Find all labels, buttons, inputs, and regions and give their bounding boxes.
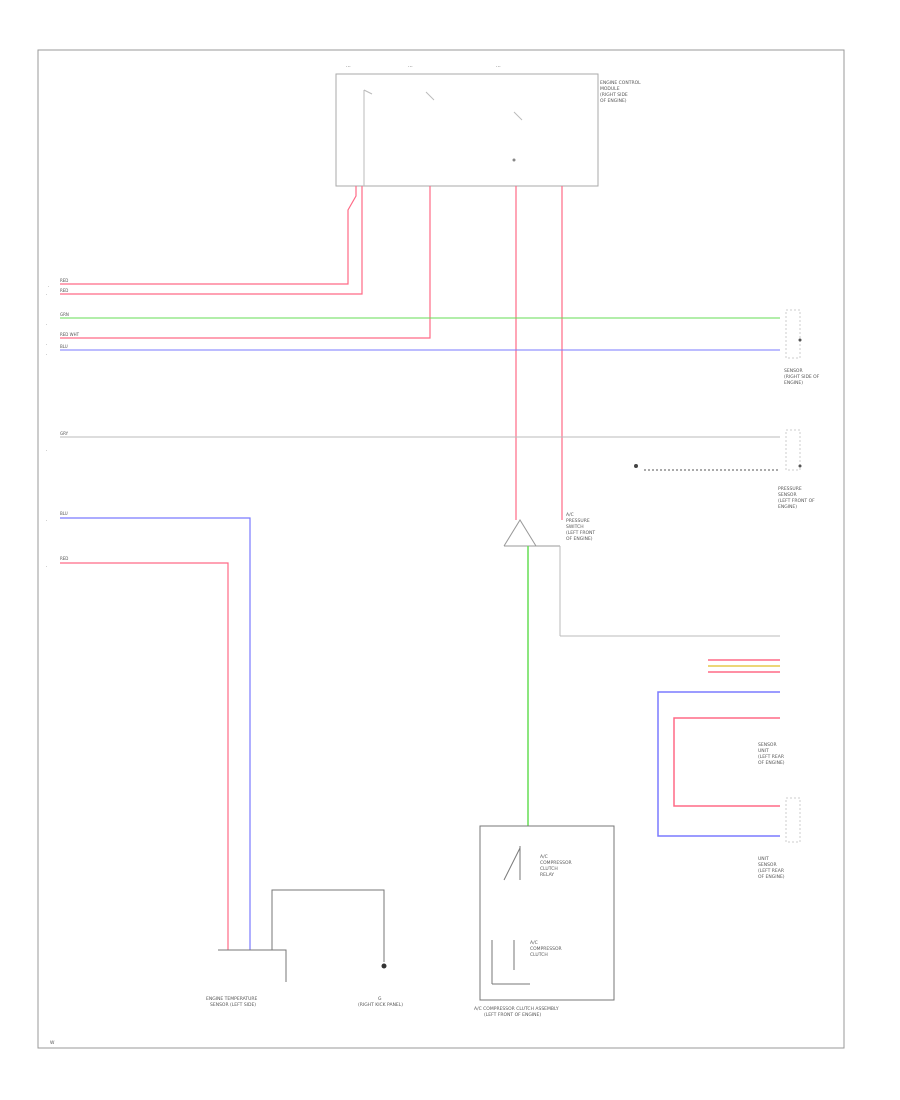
module-pin-label-3: ··· bbox=[496, 64, 501, 70]
svg-text:(LEFT FRONT: (LEFT FRONT bbox=[566, 530, 595, 536]
svg-text:GRN: GRN bbox=[60, 312, 69, 317]
svg-text:·: · bbox=[46, 518, 47, 523]
svg-text:BLU: BLU bbox=[60, 511, 68, 516]
wire-line-labels: · RED RED GRN RED WHT BLU GRY BLU RED · … bbox=[46, 278, 80, 569]
svg-text:(LEFT REAR: (LEFT REAR bbox=[758, 754, 784, 760]
svg-text:OF ENGINE): OF ENGINE) bbox=[758, 760, 785, 766]
svg-text:SWITCH: SWITCH bbox=[566, 524, 584, 530]
svg-text:(LEFT FRONT OF ENGINE): (LEFT FRONT OF ENGINE) bbox=[484, 1012, 541, 1018]
pressure-switch: A/C PRESSURE SWITCH (LEFT FRONT OF ENGIN… bbox=[503, 512, 780, 637]
engine-control-module: ··· ··· ··· ENGINE CONTROL MODULE (RIGHT… bbox=[335, 64, 641, 187]
svg-text:·: · bbox=[48, 284, 49, 289]
svg-text:COMPRESSOR: COMPRESSOR bbox=[530, 946, 562, 952]
svg-text:GRY: GRY bbox=[60, 431, 69, 436]
svg-text:SENSOR: SENSOR bbox=[758, 742, 777, 748]
svg-text:RED WHT: RED WHT bbox=[60, 332, 80, 337]
svg-text:(RIGHT SIDE OF: (RIGHT SIDE OF bbox=[784, 374, 820, 380]
ground-label: G bbox=[378, 996, 382, 1002]
svg-text:CLUTCH: CLUTCH bbox=[530, 952, 548, 958]
svg-text:RELAY: RELAY bbox=[540, 872, 554, 878]
sensor-a-connector: SENSOR (RIGHT SIDE OF ENGINE) bbox=[784, 309, 820, 386]
svg-text:(RIGHT KICK PANEL): (RIGHT KICK PANEL) bbox=[358, 1002, 403, 1008]
svg-text:·: · bbox=[46, 448, 47, 453]
svg-text:BLU: BLU bbox=[60, 344, 68, 349]
svg-text:UNIT: UNIT bbox=[758, 748, 769, 754]
module-label-line-3: (RIGHT SIDE bbox=[600, 92, 628, 98]
svg-text:·: · bbox=[46, 564, 47, 569]
svg-text:A/C COMPRESSOR CLUTCH ASSEMBLY: A/C COMPRESSOR CLUTCH ASSEMBLY bbox=[474, 1006, 559, 1012]
svg-text:OF ENGINE): OF ENGINE) bbox=[566, 536, 593, 542]
svg-text:A/C: A/C bbox=[566, 512, 574, 518]
svg-text:SENSOR (LEFT SIDE): SENSOR (LEFT SIDE) bbox=[210, 1002, 256, 1008]
svg-text:ENGINE): ENGINE) bbox=[778, 504, 797, 510]
right-sensor-labels: SENSOR UNIT (LEFT REAR OF ENGINE) UNIT S… bbox=[758, 742, 801, 880]
svg-text:ENGINE TEMPERATURE: ENGINE TEMPERATURE bbox=[206, 996, 258, 1002]
sensor-feed-wires bbox=[60, 517, 251, 950]
module-label-line-2: MODULE bbox=[600, 86, 620, 92]
svg-text:·: · bbox=[46, 292, 47, 297]
bus-wires bbox=[60, 317, 780, 438]
module-label-line-4: OF ENGINE) bbox=[600, 98, 627, 104]
svg-text:RED: RED bbox=[60, 278, 68, 283]
svg-text:ENGINE): ENGINE) bbox=[784, 380, 803, 386]
page-ref: W bbox=[50, 1040, 55, 1046]
svg-text:(LEFT REAR: (LEFT REAR bbox=[758, 868, 784, 874]
svg-text:SENSOR: SENSOR bbox=[778, 492, 797, 498]
svg-text:·: · bbox=[46, 352, 47, 357]
svg-text:UNIT: UNIT bbox=[758, 856, 769, 862]
svg-text:(LEFT FRONT OF: (LEFT FRONT OF bbox=[778, 498, 815, 504]
svg-text:PRESSURE: PRESSURE bbox=[778, 486, 802, 492]
svg-text:OF ENGINE): OF ENGINE) bbox=[758, 874, 785, 880]
svg-text:PRESSURE: PRESSURE bbox=[566, 518, 590, 524]
module-drop-wires bbox=[60, 186, 563, 520]
svg-text:SENSOR: SENSOR bbox=[758, 862, 777, 868]
svg-text:CLUTCH: CLUTCH bbox=[540, 866, 558, 872]
right-connector-wires bbox=[657, 659, 780, 837]
svg-text:A/C: A/C bbox=[540, 854, 548, 860]
compressor-clutch-assembly: A/C COMPRESSOR CLUTCH RELAY A/C COMPRESS… bbox=[474, 825, 615, 1018]
svg-text:·: · bbox=[46, 342, 47, 347]
svg-text:RED: RED bbox=[60, 556, 68, 561]
module-pin-label-1: ··· bbox=[346, 64, 351, 70]
svg-text:RED: RED bbox=[60, 288, 68, 293]
svg-text:·: · bbox=[46, 322, 47, 327]
diagram-frame bbox=[37, 49, 845, 1049]
svg-text:COMPRESSOR: COMPRESSOR bbox=[540, 860, 572, 866]
module-label-line-1: ENGINE CONTROL bbox=[600, 80, 641, 86]
module-pin-label-2: ··· bbox=[408, 64, 413, 70]
sensor-b-connector: PRESSURE SENSOR (LEFT FRONT OF ENGINE) bbox=[634, 429, 815, 510]
engine-temperature-sensor: ENGINE TEMPERATURE SENSOR (LEFT SIDE) G … bbox=[206, 889, 403, 1008]
svg-text:SENSOR: SENSOR bbox=[784, 368, 803, 374]
svg-text:A/C: A/C bbox=[530, 940, 538, 946]
